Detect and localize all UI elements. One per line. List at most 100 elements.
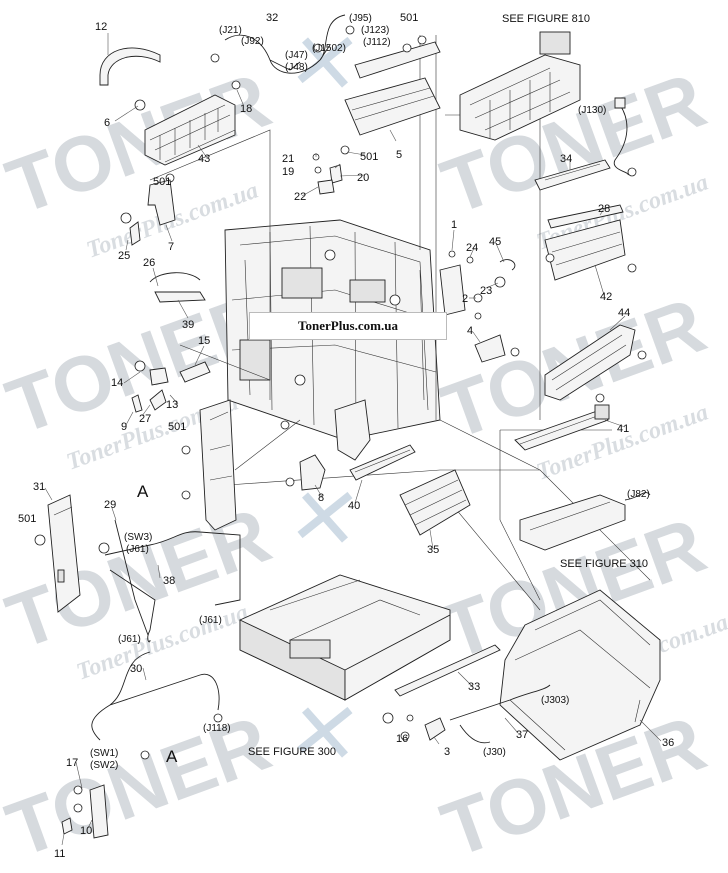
callout-39: 39 [182,319,194,331]
part-28-roller [547,204,624,229]
callout-23: 23 [480,285,492,297]
callout-22: 22 [294,191,306,203]
figure-300-paper-tray [239,574,451,701]
part-40-rail [349,444,416,481]
callout-40: 40 [348,500,360,512]
callout-labels: 12 6 18 43 501 7 25 26 39 15 14 13 27 9 … [18,12,674,860]
connector-j130: (J130) [578,105,606,116]
switch-sw3: (SW3) [124,532,152,543]
connector-j118: (J118) [203,723,231,734]
figure-ref-310: SEE FIGURE 310 [560,558,648,570]
part-7-bracket [147,179,176,226]
callout-34: 34 [560,153,572,165]
connector-j95: (J95) [349,13,372,24]
callout-2: 2 [462,293,468,305]
left-frame-bracket [199,399,237,531]
callout-14: 14 [111,377,123,389]
connector-j47: (J47) [285,50,308,61]
callout-33: 33 [468,681,480,693]
callout-35: 35 [427,544,439,556]
part-42-assembly [544,219,637,281]
connector-j61: (J61) [126,544,149,555]
part-34-guide [534,159,611,191]
switch-sw2: (SW2) [90,760,118,771]
callout-41: 41 [617,423,629,435]
callout-13: 13 [166,399,178,411]
part-35-assembly [399,469,471,536]
part-5-panel [344,35,441,136]
callout-42: 42 [600,291,612,303]
part-29-cable [114,519,149,636]
callout-31: 31 [33,481,45,493]
callout-21: 21 [282,153,294,165]
part-43-assembly [134,80,241,183]
figure-ref-810: SEE FIGURE 810 [502,13,590,25]
callout-44: 44 [618,307,630,319]
site-label: TonerPlus.com.ua [249,312,447,340]
switch-sw1: (SW1) [90,748,118,759]
part-36-transfer-belt [499,589,661,761]
connector-j30: (J30) [483,747,506,758]
callout-8: 8 [318,492,324,504]
right-small-parts [439,250,520,363]
connector-j48: (J48) [285,62,308,73]
callout-1: 1 [451,219,457,231]
callout-25: 25 [118,250,130,262]
part-37-wire [449,684,551,744]
part-12-cable-guide [99,47,161,86]
figure-ref-300: SEE FIGURE 300 [248,746,336,758]
callout-16: 16 [396,733,408,745]
bottom-left-bracket [61,750,150,839]
callout-45: 45 [489,236,501,248]
callout-32: 32 [266,12,278,24]
part-8-bracket [299,454,326,491]
callout-501: 501 [18,513,36,525]
connector-j1502: (J1502) [312,43,346,54]
connector-j112: (J112) [363,37,391,48]
part-38-wire-harness [104,531,241,643]
callout-5: 5 [396,149,402,161]
connector-labels: (J21) (J92) (J47) (J48) (J95) (J123) (J1… [90,13,650,771]
part-32-wire-harness [224,14,346,74]
connector-j21: (J21) [219,25,242,36]
connector-j82: (J82) [627,489,650,500]
callout-36: 36 [662,737,674,749]
callout-30: 30 [130,663,142,675]
callout-19: 19 [282,166,294,178]
callout-6: 6 [104,117,110,129]
connector-j61: (J61) [118,634,141,645]
callout-38: 38 [163,575,175,587]
callout-9: 9 [121,421,127,433]
callout-28: 28 [598,203,610,215]
reference-letter-a: A [166,747,178,766]
center-top-small-parts [312,145,350,195]
callout-15: 15 [198,335,210,347]
leader-lines [44,33,662,846]
callout-24: 24 [466,242,478,254]
callout-26: 26 [143,257,155,269]
reference-letter-a: A [137,482,149,501]
callout-11: 11 [54,848,65,860]
callout-12: 12 [95,21,107,33]
callout-7: 7 [168,241,174,253]
callout-501: 501 [360,151,378,163]
part-31-side-door [34,494,81,613]
left-small-parts [131,272,211,413]
callout-37: 37 [516,729,528,741]
callout-3: 3 [444,746,450,758]
part-44-assembly [544,324,647,401]
callout-17: 17 [66,757,78,769]
connector-j123: (J123) [361,25,389,36]
part-41-assembly [514,393,610,451]
figure-810-assembly [459,31,581,141]
connector-j61: (J61) [199,615,222,626]
connector-j92: (J92) [241,36,264,47]
j130-wire [613,104,629,176]
callout-501: 501 [153,176,171,188]
figure-references: SEE FIGURE 810 SEE FIGURE 310 SEE FIGURE… [248,13,648,758]
part-3-bracket [424,717,446,741]
watermark-brand: TONER [0,698,281,868]
center-bracket [334,399,371,461]
part-30-wire-harness [91,651,220,741]
